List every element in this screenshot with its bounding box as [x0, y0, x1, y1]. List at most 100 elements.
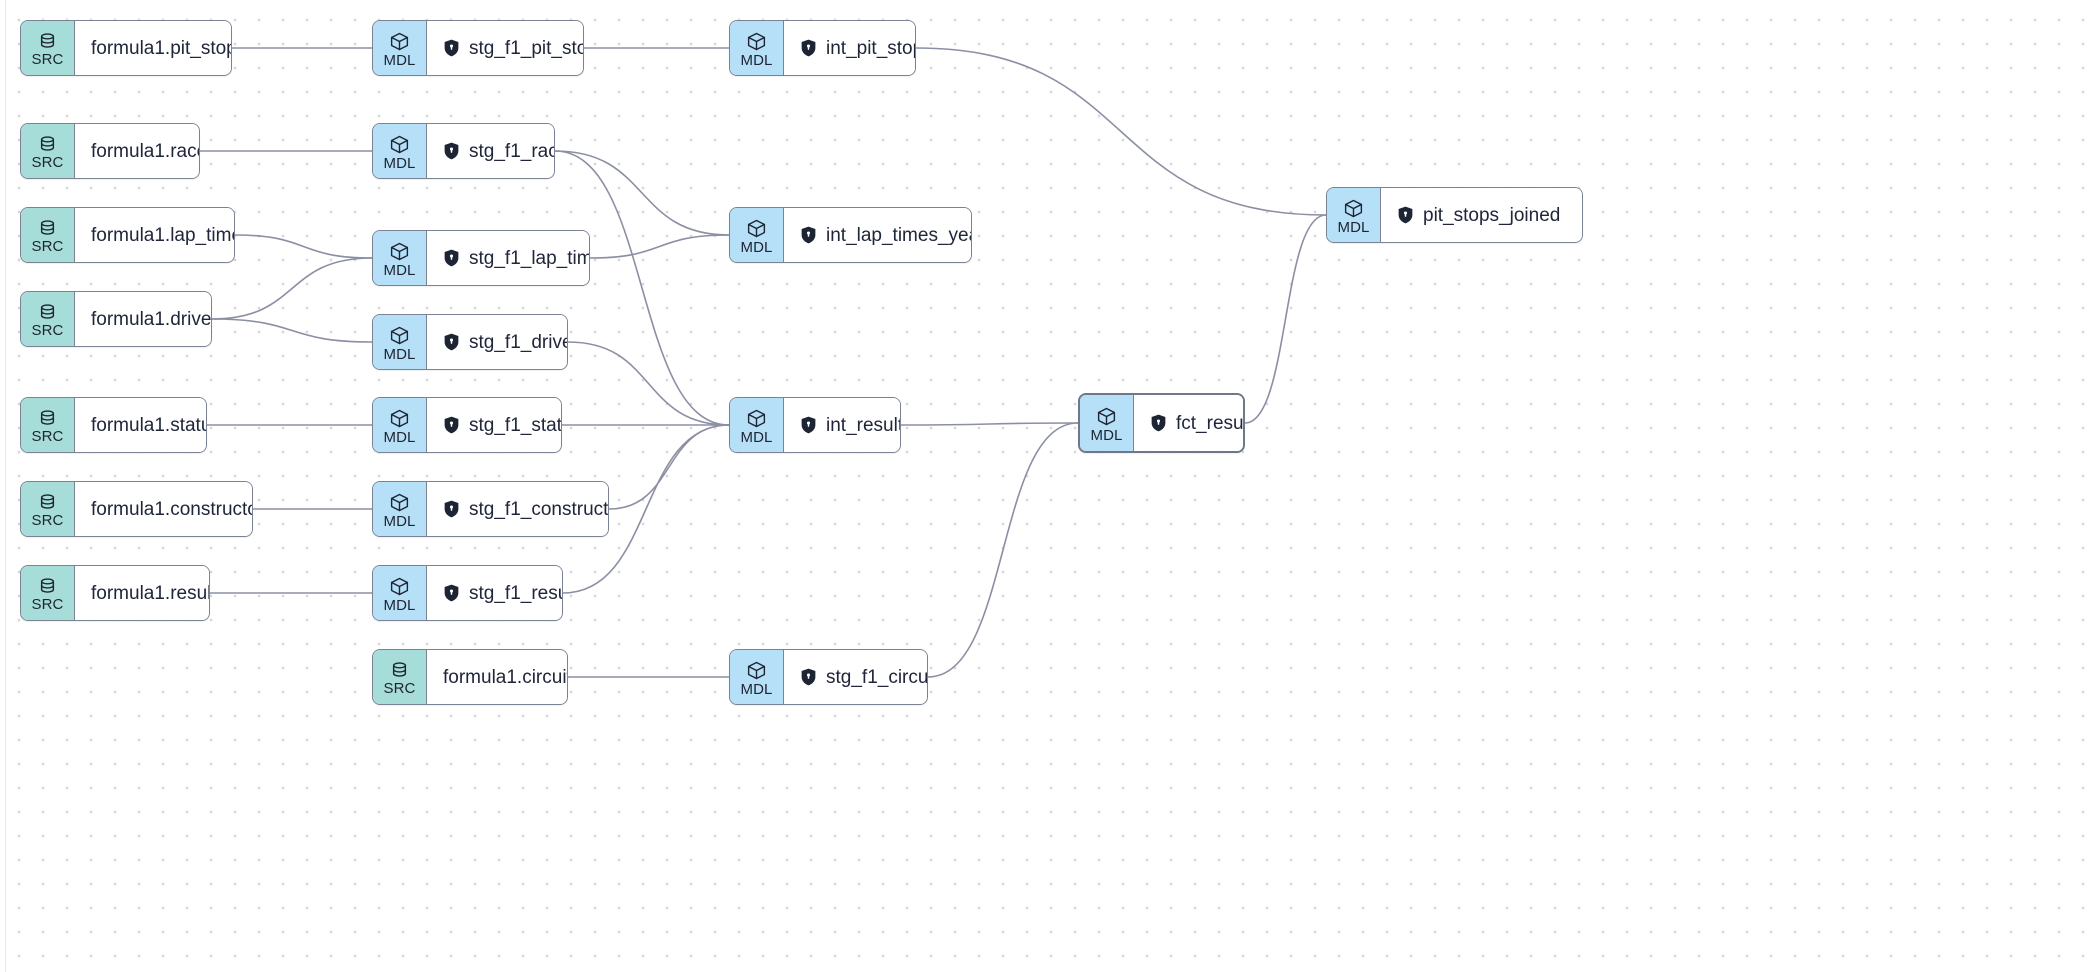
node-body-src_status[interactable]: formula1.status	[75, 398, 206, 452]
node-label: stg_f1_constructors	[469, 498, 609, 520]
graph-node-int_results[interactable]: MDL int_results	[729, 397, 901, 453]
node-type-label: SRC	[31, 427, 64, 445]
node-type-label: MDL	[383, 512, 416, 530]
node-type-badge-src_drivers: SRC	[21, 292, 75, 346]
node-type-badge-stg_drivers: MDL	[373, 315, 427, 369]
graph-node-int_lap_times_years[interactable]: MDL int_lap_times_years	[729, 207, 972, 263]
node-type-label: MDL	[1337, 218, 1370, 236]
shield-lock-icon	[444, 333, 459, 351]
database-icon	[40, 577, 55, 593]
node-label: formula1.results	[91, 582, 210, 604]
node-body-stg_pit_stops[interactable]: stg_f1_pit_stops	[427, 21, 583, 75]
graph-node-stg_lap_times[interactable]: MDL stg_f1_lap_times	[372, 230, 590, 286]
graph-node-stg_constructors[interactable]: MDL stg_f1_constructors	[372, 481, 609, 537]
cube-icon	[390, 242, 409, 260]
node-label: formula1.pit_stops	[91, 37, 232, 59]
node-type-badge-stg_results: MDL	[373, 566, 427, 620]
node-type-badge-stg_pit_stops: MDL	[373, 21, 427, 75]
node-type-badge-int_lap_times_years: MDL	[730, 208, 784, 262]
node-body-stg_lap_times[interactable]: stg_f1_lap_times	[427, 231, 589, 285]
node-type-label: MDL	[383, 428, 416, 446]
node-type-badge-src_lap_times: SRC	[21, 208, 75, 262]
node-body-int_results[interactable]: int_results	[784, 398, 900, 452]
node-type-badge-stg_lap_times: MDL	[373, 231, 427, 285]
cube-icon	[1097, 407, 1116, 425]
node-body-int_pit_stops[interactable]: int_pit_stops	[784, 21, 915, 75]
edge-stg_races-to-int_lap_times_years	[554, 150, 730, 236]
node-label: formula1.circuits	[443, 666, 568, 688]
node-type-label: MDL	[740, 428, 773, 446]
node-label: fct_results	[1176, 412, 1244, 434]
node-body-src_constructors[interactable]: formula1.constructors	[75, 482, 252, 536]
graph-node-src_lap_times[interactable]: SRC formula1.lap_times	[20, 207, 235, 263]
graph-node-src_constructors[interactable]: SRC formula1.constructors	[20, 481, 253, 537]
node-type-badge-pit_stops_joined: MDL	[1327, 188, 1381, 242]
cube-icon	[747, 409, 766, 427]
graph-node-pit_stops_joined[interactable]: MDL pit_stops_joined	[1326, 187, 1583, 243]
node-body-pit_stops_joined[interactable]: pit_stops_joined	[1381, 188, 1582, 242]
shield-lock-icon	[1151, 414, 1166, 432]
node-body-int_lap_times_years[interactable]: int_lap_times_years	[784, 208, 971, 262]
database-icon	[40, 135, 55, 151]
edge-stg_constructors-to-int_results	[608, 424, 730, 510]
cube-icon	[390, 577, 409, 595]
database-icon	[392, 661, 407, 677]
node-body-fct_results[interactable]: fct_results	[1134, 395, 1244, 451]
node-body-stg_races[interactable]: stg_f1_races	[427, 124, 554, 178]
graph-node-stg_circuits[interactable]: MDL stg_f1_circuits	[729, 649, 928, 705]
shield-lock-icon	[444, 39, 459, 57]
node-type-label: SRC	[31, 511, 64, 529]
node-type-badge-stg_circuits: MDL	[730, 650, 784, 704]
node-type-label: MDL	[740, 680, 773, 698]
node-body-stg_circuits[interactable]: stg_f1_circuits	[784, 650, 927, 704]
cube-icon	[390, 32, 409, 50]
node-body-stg_drivers[interactable]: stg_f1_drivers	[427, 315, 567, 369]
graph-node-src_status[interactable]: SRC formula1.status	[20, 397, 207, 453]
cube-icon	[747, 219, 766, 237]
database-icon	[40, 219, 55, 235]
edge-src_drivers-to-stg_drivers	[211, 318, 373, 343]
cube-icon	[390, 493, 409, 511]
graph-node-stg_status[interactable]: MDL stg_f1_status	[372, 397, 562, 453]
node-type-badge-src_status: SRC	[21, 398, 75, 452]
node-type-label: SRC	[31, 237, 64, 255]
node-label: int_lap_times_years	[826, 224, 971, 246]
node-type-label: MDL	[383, 345, 416, 363]
node-type-label: MDL	[383, 261, 416, 279]
node-type-label: MDL	[740, 238, 773, 256]
edge-int_results-to-fct_results	[900, 422, 1079, 426]
cube-icon	[1344, 199, 1363, 217]
edge-fct_results-to-pit_stops_joined	[1244, 214, 1327, 424]
edge-src_lap_times-to-stg_lap_times	[234, 234, 373, 259]
edge-int_pit_stops-to-pit_stops_joined	[915, 47, 1327, 216]
node-body-stg_status[interactable]: stg_f1_status	[427, 398, 561, 452]
node-body-src_circuits[interactable]: formula1.circuits	[427, 650, 568, 704]
graph-node-fct_results[interactable]: MDL fct_results	[1078, 393, 1245, 453]
node-body-stg_results[interactable]: stg_f1_results	[427, 566, 562, 620]
shield-lock-icon	[1398, 206, 1413, 224]
edge-stg_drivers-to-int_results	[567, 341, 730, 426]
node-label: formula1.status	[91, 414, 206, 436]
node-body-src_lap_times[interactable]: formula1.lap_times	[75, 208, 234, 262]
cube-icon	[747, 32, 766, 50]
database-icon	[40, 409, 55, 425]
graph-node-stg_drivers[interactable]: MDL stg_f1_drivers	[372, 314, 568, 370]
node-body-src_drivers[interactable]: formula1.drivers	[75, 292, 211, 346]
node-body-stg_constructors[interactable]: stg_f1_constructors	[427, 482, 609, 536]
shield-lock-icon	[801, 668, 816, 686]
node-body-src_races[interactable]: formula1.races	[75, 124, 199, 178]
node-body-src_results[interactable]: formula1.results	[75, 566, 210, 620]
node-body-src_pit_stops[interactable]: formula1.pit_stops	[75, 21, 232, 75]
node-type-label: MDL	[1090, 426, 1123, 444]
